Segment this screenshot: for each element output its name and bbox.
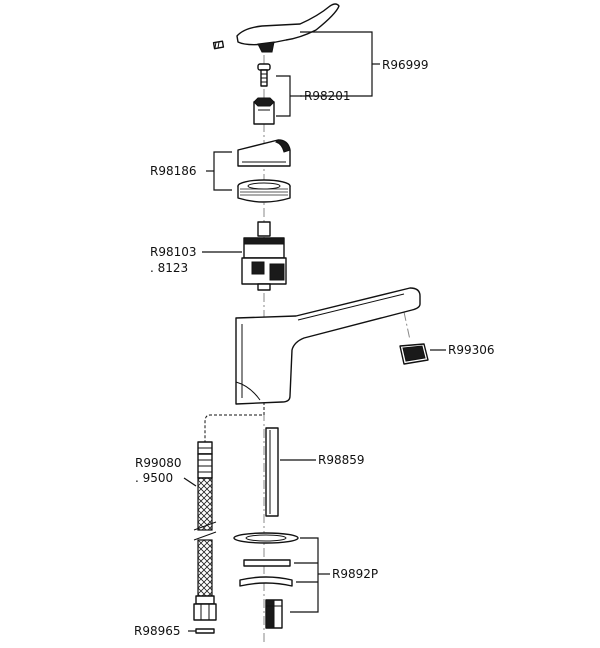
- label-screw-insert: R98201: [304, 89, 351, 103]
- lever-handle: [212, 3, 340, 53]
- aerator: [399, 343, 429, 365]
- washer: [195, 628, 215, 634]
- flex-hose: [193, 441, 217, 621]
- label-cartridge-1: R98103: [150, 245, 197, 259]
- leader-lines: [183, 31, 446, 632]
- label-cap-nut: R98186: [150, 164, 197, 178]
- spout-body: [235, 287, 421, 405]
- label-aerator: R99306: [448, 343, 495, 357]
- label-hose-2: . 9500: [135, 471, 173, 485]
- label-lever: R96999: [382, 58, 429, 72]
- mounting-kit: [233, 532, 299, 629]
- adapter-insert: [253, 97, 275, 125]
- cap-cover: [237, 139, 291, 167]
- set-screw-small: [212, 40, 225, 50]
- label-mount-kit: R9892P: [332, 567, 378, 581]
- label-hose-1: R99080: [135, 456, 182, 470]
- label-washer: R98965: [134, 624, 181, 638]
- cartridge: [241, 221, 287, 291]
- label-cartridge-2: . 8123: [150, 261, 188, 275]
- threaded-rod: [265, 427, 279, 517]
- cap-nut: [237, 179, 291, 203]
- label-rod: R98859: [318, 453, 365, 467]
- screw: [257, 63, 271, 87]
